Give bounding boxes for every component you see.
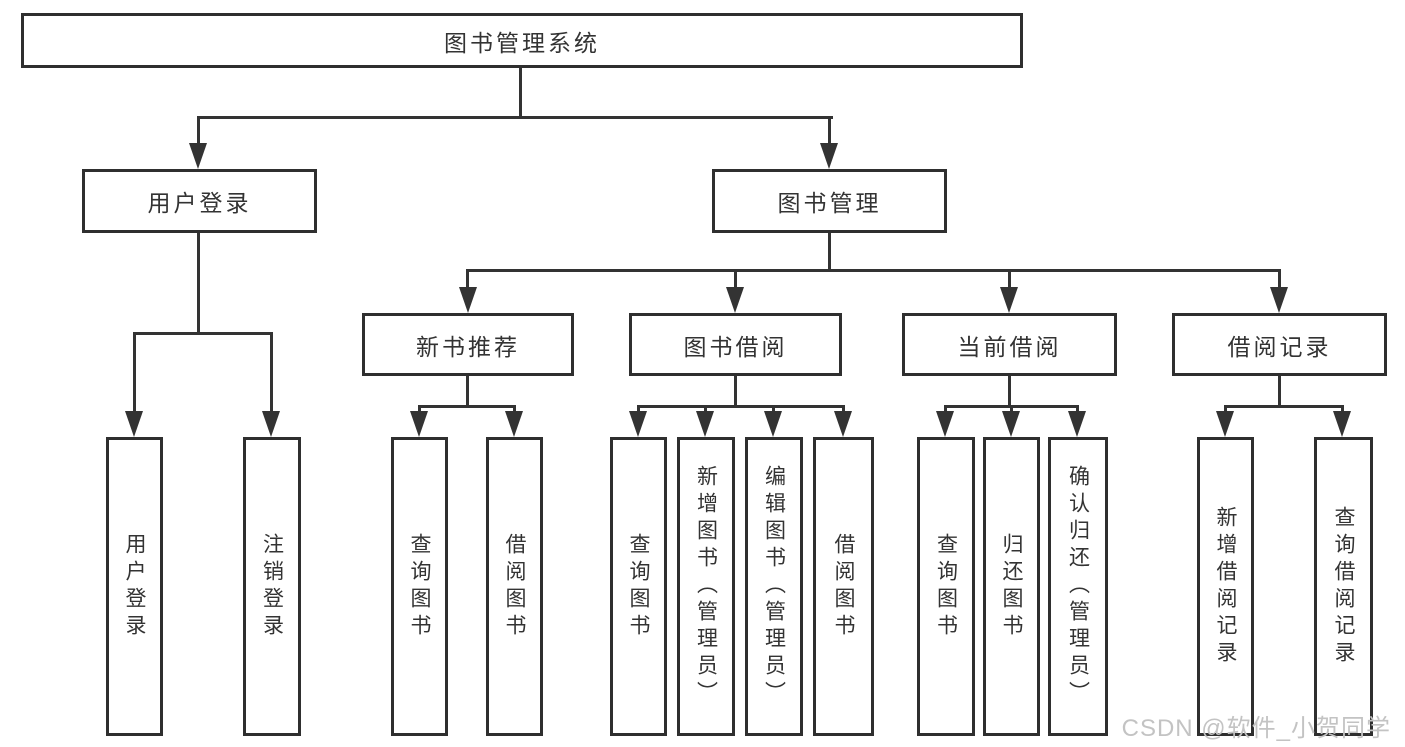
- node-root-library-system: 图书管理系统: [21, 13, 1023, 68]
- arrowhead-down-icon: [505, 411, 523, 437]
- arrowhead-down-icon: [189, 143, 207, 169]
- leaf-user-login: 用户登录: [106, 437, 163, 736]
- connector-level3-stub-3: [1008, 269, 1011, 289]
- node-book-borrowing: 图书借阅: [629, 313, 842, 376]
- connector-records-stub-2: [1341, 405, 1344, 413]
- arrowhead-down-icon: [1000, 287, 1018, 313]
- arrowhead-down-icon: [125, 411, 143, 437]
- connector-mgmt-stem: [828, 233, 831, 272]
- node-current-borrowing: 当前借阅: [902, 313, 1117, 376]
- connector-newbook-stub-2: [513, 405, 516, 413]
- leaf-return-books: 归还图书: [983, 437, 1040, 736]
- leaf-edit-books-admin: 编辑图书（管理员）: [745, 437, 803, 736]
- connector-login-stem: [197, 233, 200, 335]
- connector-newbook-stub-1: [418, 405, 421, 413]
- connector-borrow-stub-4: [842, 405, 845, 413]
- arrowhead-down-icon: [936, 411, 954, 437]
- leaf-query-books-2: 查询图书: [610, 437, 667, 736]
- leaf-logout: 注销登录: [243, 437, 301, 736]
- arrowhead-down-icon: [726, 287, 744, 313]
- leaf-add-borrow-record: 新增借阅记录: [1197, 437, 1254, 736]
- node-new-book-recommend: 新书推荐: [362, 313, 574, 376]
- connector-borrow-stub-3: [772, 405, 775, 413]
- arrowhead-down-icon: [764, 411, 782, 437]
- connector-borrow-stub-1: [637, 405, 640, 413]
- arrowhead-down-icon: [820, 143, 838, 169]
- connector-newbook-stem: [466, 376, 469, 408]
- connector-level3-stub-2: [734, 269, 737, 289]
- connector-level2-stub-mgmt: [828, 116, 831, 145]
- node-user-login: 用户登录: [82, 169, 317, 233]
- csdn-watermark: CSDN @软件_小贺同学: [1121, 715, 1391, 742]
- arrowhead-down-icon: [629, 411, 647, 437]
- connector-level3-stub-4: [1278, 269, 1281, 289]
- leaf-add-books-admin: 新增图书（管理员）: [677, 437, 735, 736]
- connector-login-bar: [133, 332, 273, 335]
- leaf-query-books-1: 查询图书: [391, 437, 448, 736]
- arrowhead-down-icon: [696, 411, 714, 437]
- connector-level3-bar: [466, 269, 1281, 272]
- connector-records-bar: [1224, 405, 1344, 408]
- arrowhead-down-icon: [1333, 411, 1351, 437]
- arrowhead-down-icon: [459, 287, 477, 313]
- connector-records-stem: [1278, 376, 1281, 408]
- connector-borrow-stub-2: [704, 405, 707, 413]
- connector-level2-stub-login: [197, 116, 200, 145]
- arrowhead-down-icon: [1002, 411, 1020, 437]
- node-book-management: 图书管理: [712, 169, 947, 233]
- connector-current-stub-3: [1076, 405, 1079, 413]
- connector-current-stem: [1008, 376, 1011, 408]
- connector-newbook-bar: [418, 405, 516, 408]
- leaf-query-books-3: 查询图书: [917, 437, 975, 736]
- arrowhead-down-icon: [1216, 411, 1234, 437]
- arrowhead-down-icon: [262, 411, 280, 437]
- leaf-borrow-books-2: 借阅图书: [813, 437, 874, 736]
- connector-borrow-stem: [734, 376, 737, 408]
- connector-current-stub-1: [944, 405, 947, 413]
- connector-records-stub-1: [1224, 405, 1227, 413]
- arrowhead-down-icon: [834, 411, 852, 437]
- node-borrowing-records: 借阅记录: [1172, 313, 1387, 376]
- connector-borrow-bar: [637, 405, 845, 408]
- connector-login-stub-2: [270, 332, 273, 413]
- connector-level3-stub-1: [466, 269, 469, 289]
- connector-root-stem: [519, 68, 522, 119]
- connector-level2-bar: [197, 116, 833, 119]
- arrowhead-down-icon: [1270, 287, 1288, 313]
- connector-current-stub-2: [1010, 405, 1013, 413]
- leaf-query-borrow-record: 查询借阅记录: [1314, 437, 1373, 736]
- arrowhead-down-icon: [410, 411, 428, 437]
- arrowhead-down-icon: [1068, 411, 1086, 437]
- connector-login-stub-1: [133, 332, 136, 413]
- leaf-borrow-books-1: 借阅图书: [486, 437, 543, 736]
- leaf-confirm-return-admin: 确认归还（管理员）: [1048, 437, 1108, 736]
